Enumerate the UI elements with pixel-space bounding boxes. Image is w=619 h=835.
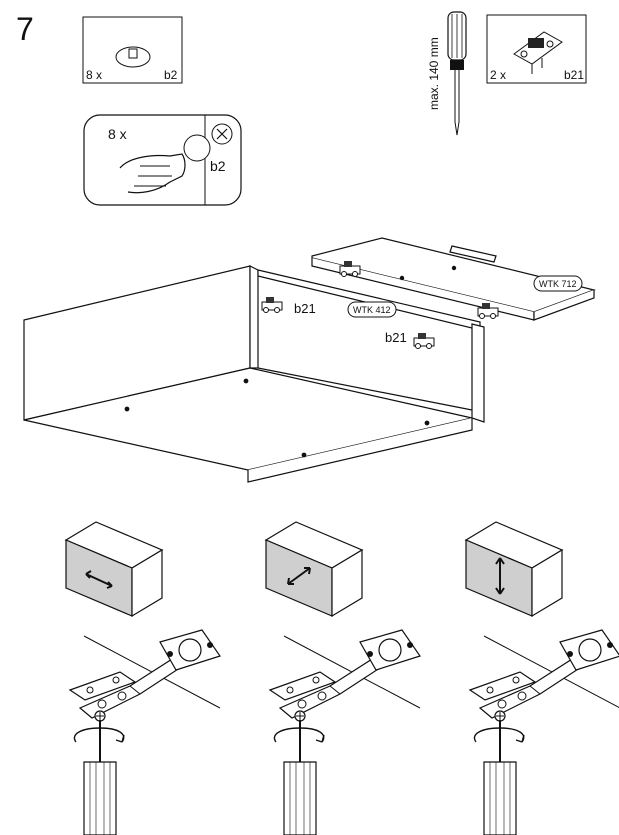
hinge-label-2: b21: [385, 330, 407, 345]
adjust-arrow-icon: [495, 557, 505, 595]
hinge-detail-icon: [469, 629, 619, 722]
mounting-plate-icon: [513, 31, 563, 74]
part-tag-door-text: WTK 712: [539, 279, 577, 289]
b2-code: b2: [164, 68, 178, 82]
step-number: 7: [16, 11, 34, 47]
hinge-label-1: b21: [294, 301, 316, 316]
adjustment-horizontal: [64, 521, 221, 835]
cabinet-box-icon: [64, 521, 164, 618]
screwdriver-icon: [483, 720, 517, 835]
screwdriver-icon: [283, 720, 317, 835]
adjustment-depth: [264, 521, 421, 835]
press-qty: 8 x: [108, 126, 127, 142]
hand-press-icon: [119, 153, 186, 194]
hinge-on-cabinet-2: [413, 332, 435, 349]
part-box-b21: 2 x b21: [486, 14, 587, 84]
screwdriver-icon: max. 140 mm: [427, 11, 467, 136]
screwdriver-icon: [83, 720, 117, 835]
hinge-detail-icon: [69, 629, 221, 722]
part-box-b2: 8 x b2: [82, 16, 183, 84]
tool-max-length: max. 140 mm: [427, 37, 441, 110]
b2-qty: 8 x: [86, 68, 102, 82]
adjust-arrow-icon: [85, 570, 113, 589]
cabinet-box-icon: [464, 521, 564, 618]
part-tag-side: WTK 412: [347, 301, 397, 318]
b21-qty: 2 x: [490, 68, 506, 82]
adjustment-sequence: [64, 521, 619, 835]
b21-code: b21: [564, 68, 584, 82]
hinge-detail-icon: [269, 629, 421, 722]
dowel-hole-icon: [183, 134, 211, 162]
part-tag-door: WTK 712: [533, 275, 583, 292]
cabinet-assembly: [23, 237, 597, 483]
adjust-arrow-icon: [287, 567, 311, 585]
press-code: b2: [210, 158, 226, 174]
cabinet-box-icon: [264, 521, 364, 618]
hinge-on-cabinet-1: [261, 296, 283, 313]
adjustment-vertical: [464, 521, 619, 835]
press-in-panel: 8 x b2: [83, 114, 242, 206]
dowel-insert-icon: [211, 123, 233, 145]
part-tag-side-text: WTK 412: [353, 305, 391, 315]
